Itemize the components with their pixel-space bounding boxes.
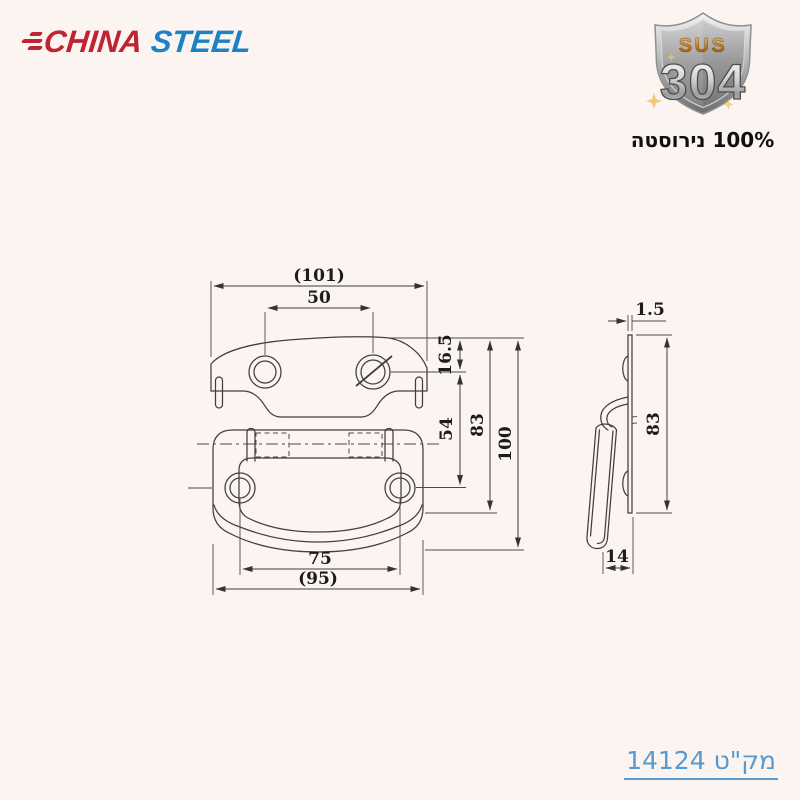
front-view-plate: [211, 337, 427, 417]
dim-rivet-offset: 54: [437, 417, 457, 441]
dim-hole-offset: 16.5: [436, 334, 456, 375]
badge-caption: 100% נירוסטה: [630, 128, 775, 152]
dim-plate-height: 83: [468, 413, 488, 437]
dim-hole-spacing: 50: [307, 288, 331, 308]
side-dimension-lines: [605, 318, 670, 571]
badge-grade-text: 304: [660, 54, 746, 110]
dim-rivet-spacing: 75: [308, 549, 332, 569]
dim-handle-width: (95): [298, 569, 338, 589]
dim-depth: 14: [605, 547, 629, 567]
dim-overall-height: 100: [496, 426, 516, 462]
dim-overall-width: (101): [293, 266, 345, 286]
sparkle-icon: [646, 52, 734, 110]
front-dimension-lines: [213, 283, 521, 592]
shield-icon: SUS 304: [646, 12, 752, 115]
side-extension-lines: [603, 315, 672, 574]
dim-thickness: 1.5: [635, 300, 665, 320]
front-extension-lines: [211, 281, 524, 595]
dim-side-height: 83: [644, 412, 664, 436]
sus304-badge: SUS 304 100% נירוסטה: [630, 4, 775, 152]
sku-link[interactable]: מק"ט 14124: [624, 746, 778, 780]
front-view-handle: [188, 429, 443, 553]
side-view: [587, 335, 637, 549]
badge-sus-text: SUS: [679, 35, 728, 57]
